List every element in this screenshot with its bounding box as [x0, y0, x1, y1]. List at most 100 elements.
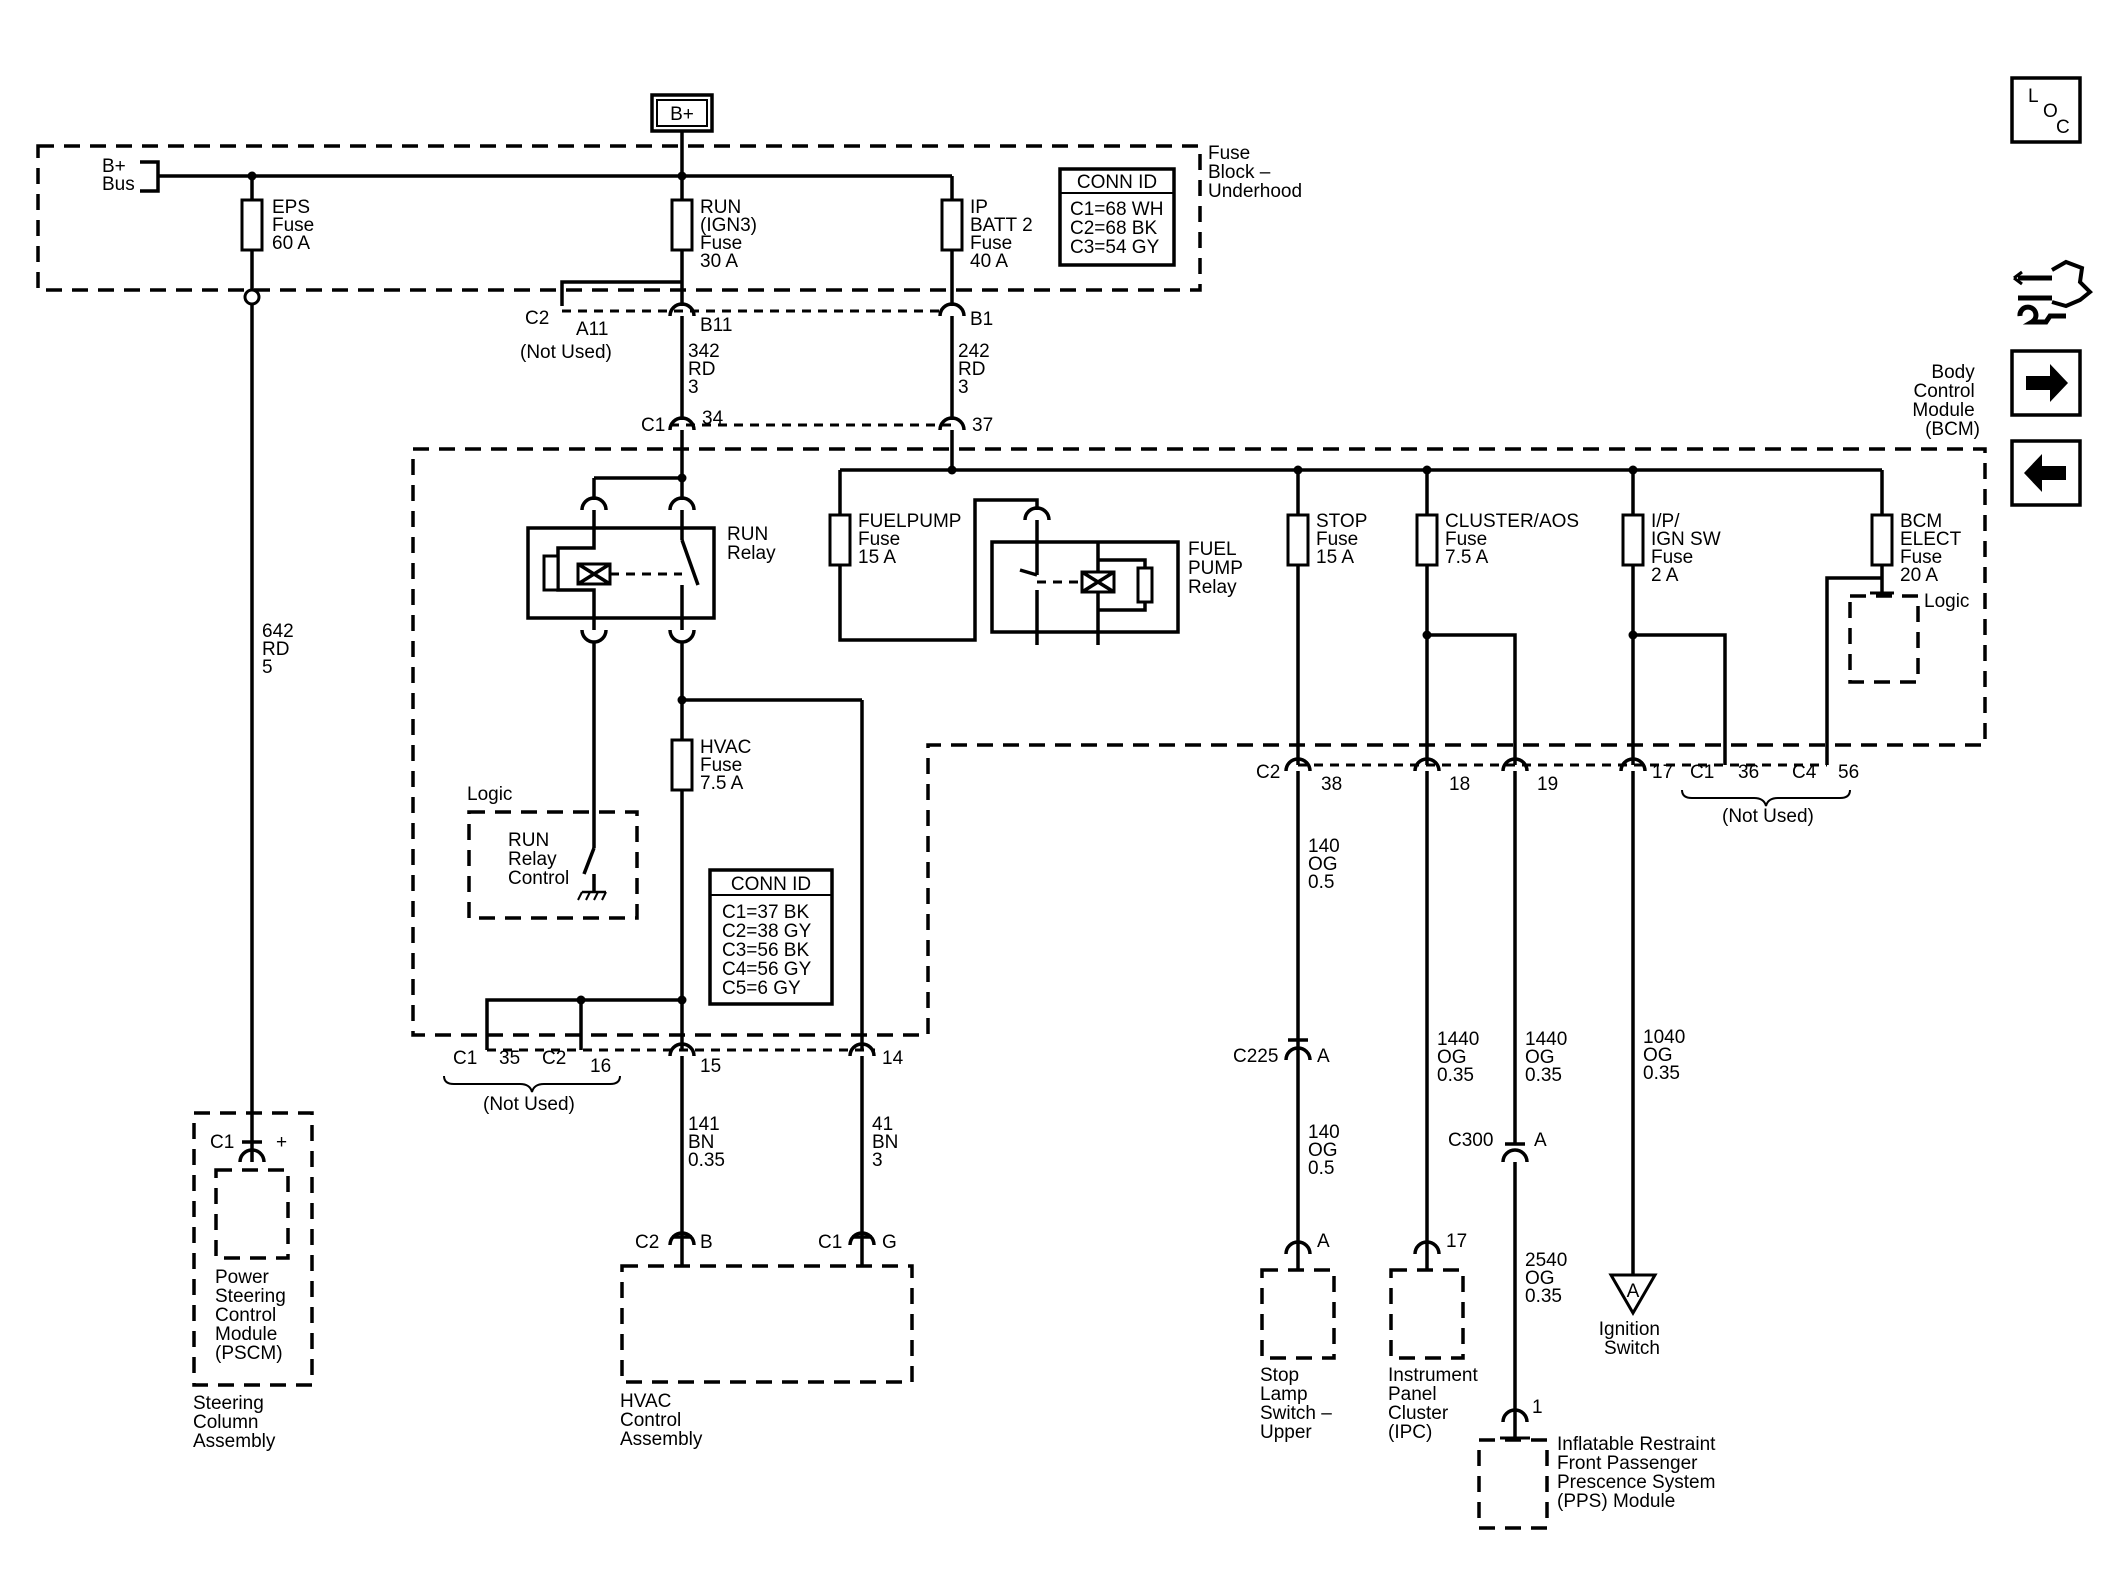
svg-text:C1: C1 [641, 415, 665, 436]
svg-text:B+: B+ [670, 104, 694, 125]
svg-text:Logic: Logic [1924, 591, 1969, 612]
svg-text:C2: C2 [542, 1048, 566, 1069]
svg-text:CONN ID: CONN ID [1077, 172, 1157, 193]
svg-text:C225: C225 [1233, 1046, 1278, 1067]
svg-text:Instrument Panel C: Instrument Panel Cluster (IPC) [1388, 1365, 1483, 1443]
pscm-module: C1 + Power Steering Control Module (PSCM… [192, 1111, 314, 1452]
svg-text:C1: C1 [453, 1048, 477, 1069]
svg-text:C4: C4 [1792, 762, 1817, 783]
svg-text:A: A [1627, 1281, 1640, 1302]
arrow-right-icon[interactable] [2010, 349, 2082, 417]
svg-text:G: G [882, 1232, 897, 1253]
svg-text:Logic: Logic [467, 784, 512, 805]
svg-text:B1: B1 [970, 309, 993, 330]
svg-text:C300: C300 [1448, 1130, 1493, 1151]
svg-text:A: A [1317, 1231, 1330, 1252]
loc-icon[interactable]: L O C [2010, 76, 2082, 144]
instrument-panel-cluster: 17 Instrument Panel Cluster (IPC) [1388, 1231, 1483, 1443]
ignition-switch: A Ignition Switch [1599, 1273, 1660, 1359]
arrow-left-icon[interactable] [2010, 439, 2082, 507]
fuse-block-label: Fuse Block – Underhood [1208, 143, 1302, 202]
svg-text:O: O [2043, 101, 2058, 122]
svg-text:Stop Lamp Switch –: Stop Lamp Switch – Upper [1260, 1365, 1337, 1443]
hvac-control-assembly: C2 B C1 G HVAC Control Assembly [620, 1231, 914, 1450]
pps-module: 1 Inflatable Restraint Front Passenger P… [1477, 1397, 1721, 1530]
svg-text:A11: A11 [576, 319, 608, 340]
svg-text:Steering Column As: Steering Column Assembly [193, 1393, 276, 1452]
bcm-conn-id: CONN ID C1=37 BK C2=38 GY C3=56 BK C4=56… [708, 868, 834, 1006]
harness-icon[interactable] [2013, 259, 2093, 325]
svg-text:A: A [1534, 1130, 1547, 1151]
svg-text:B: B [700, 1232, 713, 1253]
svg-text:18: 18 [1449, 774, 1470, 795]
svg-text:A: A [1317, 1046, 1330, 1067]
svg-text:17: 17 [1446, 1231, 1467, 1252]
svg-text:CONN ID: CONN ID [731, 874, 811, 895]
svg-text:36: 36 [1738, 762, 1759, 783]
svg-text:C: C [2056, 117, 2070, 138]
svg-text:C1: C1 [210, 1132, 234, 1153]
svg-text:Power Steering Con: Power Steering Control Module (PSCM) [215, 1267, 291, 1364]
svg-text:38: 38 [1321, 774, 1342, 795]
svg-text:C1: C1 [1690, 762, 1714, 783]
bcm-right-pins: C2 38 18 19 17 C1 36 C4 56 (Not Used) [1256, 757, 1859, 827]
svg-text:C1: C1 [818, 1232, 842, 1253]
svg-text:HVAC Control Assem: HVAC Control Assembly [620, 1391, 703, 1450]
svg-text:1: 1 [1532, 1397, 1543, 1418]
svg-text:(Not Used): (Not Used) [1722, 806, 1814, 827]
svg-text:16: 16 [590, 1056, 611, 1077]
svg-text:C2: C2 [635, 1232, 659, 1253]
bcm-bottom-left-pins: C1 35 C2 16 15 14 (Not Used) [443, 995, 904, 1115]
svg-text:14: 14 [882, 1048, 904, 1069]
svg-text:Inflatable Restraint Fro: Inflatable Restraint Front Passenger Pre… [1557, 1434, 1721, 1512]
bcm-label: Body Control Module (BCM) [1912, 362, 1980, 440]
svg-text:35: 35 [499, 1048, 520, 1069]
svg-text:(Not Used): (Not Used) [520, 342, 612, 363]
bcm-module: Body Control Module (BCM) C1 34 37 [411, 362, 1987, 1115]
stop-lamp-switch: A Stop Lamp Switch – Upper [1260, 1231, 1337, 1443]
